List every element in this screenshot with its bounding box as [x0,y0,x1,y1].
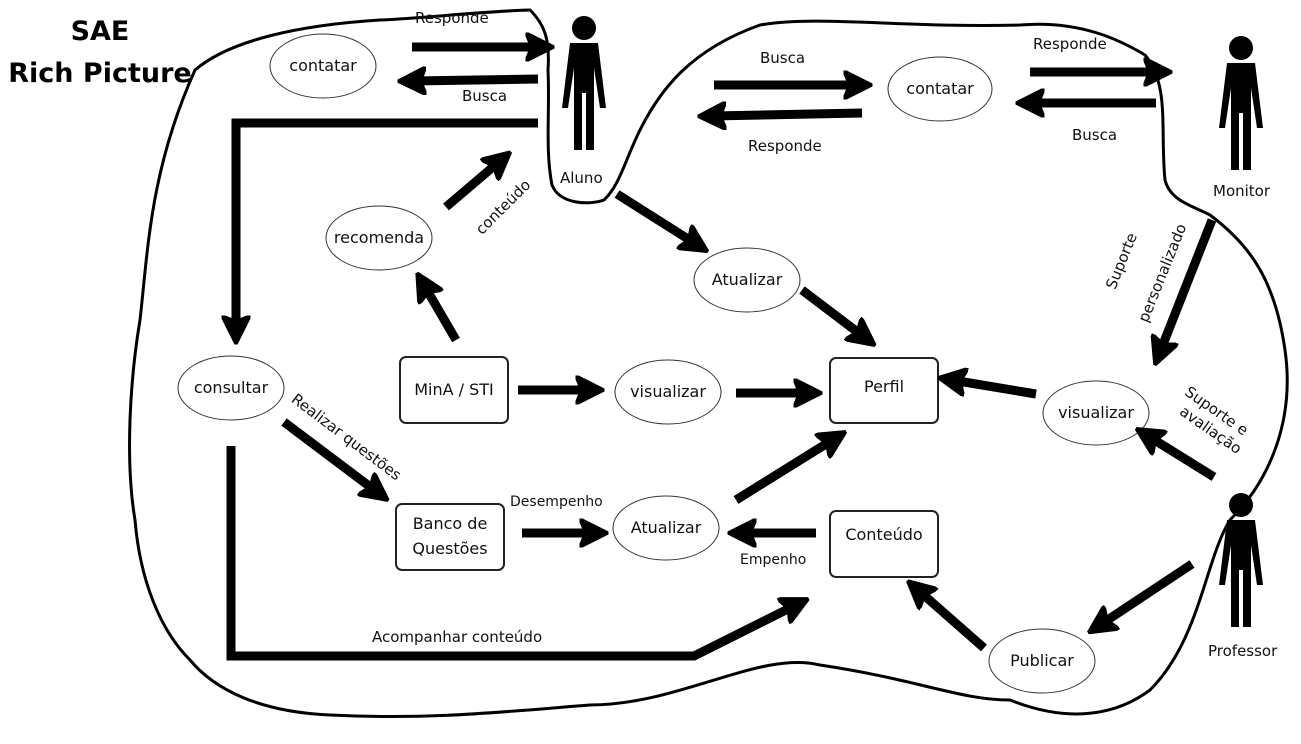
process-visualizar-right [1042,380,1150,446]
entity-conteudo [829,510,939,578]
arrow-consultar-acompanhar-conteudo [226,446,796,661]
flow-label-monitor-responde-bottom: Responde [748,137,822,155]
entity-label-banco-line1: Banco de [412,514,488,533]
process-atualizar-bottom [612,495,720,561]
flow-label-desempenho: Desempenho [510,494,603,510]
aluno-person-icon [562,16,606,150]
entity-label-banco-line2: Questões [412,539,488,558]
professor-person-icon [1219,493,1263,627]
process-consultar [177,355,285,421]
flow-label-monitor-busca-top: Busca [760,49,806,67]
arrow-publicar-to-conteudo [918,590,987,652]
entity-label-conteudo: Conteúdo [845,525,923,544]
arrow-consultar-to-banco [281,418,377,492]
process-label-contatar-monitor: contatar [906,79,974,98]
system-boundary [128,8,1289,719]
arrow-atualizar-to-perfil-bottom [733,439,834,504]
actor-label-professor: Professor [1208,642,1278,660]
arrow-recomenda-conteudo-to-aluno [443,161,500,211]
process-label-visualizar-center: visualizar [630,382,706,401]
process-label-consultar: consultar [193,378,269,397]
actor-label-aluno: Aluno [560,169,603,187]
flow-label-aluno-busca: Busca [462,87,508,105]
process-label-recomenda: recomenda [333,228,425,247]
arrow-monitor-to-visualizar [1160,218,1217,352]
arrow-atualizar-to-perfil [799,286,864,337]
arrow-responde-from-contatar-monitor [712,113,863,116]
flow-label-monitor-busca-bottom: Busca [1072,126,1118,144]
process-label-atualizar-bottom: Atualizar [630,518,702,537]
actor-label-monitor: Monitor [1213,182,1271,200]
entity-banco-questoes [395,503,505,571]
flow-label-acompanhar-conteudo: Acompanhar conteúdo [372,628,543,646]
process-label-visualizar-right: visualizar [1058,403,1134,422]
entity-mina-sti [399,356,509,424]
process-visualizar-center [614,359,722,425]
arrow-professor-to-publicar [1100,560,1195,625]
arrow-aluno-to-consultar [236,118,538,330]
arrow-aluno-to-atualizar [614,190,696,244]
process-atualizar-top [693,247,801,313]
process-contatar-aluno [269,33,377,99]
diagram-title-line1: SAE [70,16,130,47]
process-label-atualizar-top: Atualizar [711,270,783,289]
flow-label-aluno-responde: Responde [415,9,489,27]
flow-label-monitor-responde-top: Responde [1033,35,1107,53]
entity-label-mina-sti: MinA / STI [414,380,494,399]
process-publicar [988,628,1096,694]
arrow-busca-from-aluno [412,79,539,81]
diagram-title-line2: Rich Picture [8,58,192,89]
monitor-person-icon [1219,36,1263,170]
process-label-contatar-aluno: contatar [289,56,357,75]
flow-label-empenho: Empenho [740,552,807,568]
process-contatar-monitor [887,56,993,122]
entity-label-perfil: Perfil [863,377,905,396]
arrow-visualizar-right-to-perfil [952,380,1037,399]
process-label-publicar: Publicar [1010,651,1074,670]
arrow-mina-to-recomenda [424,285,460,343]
process-recomenda [325,205,433,271]
arrow-professor-to-visualizar [1148,436,1217,481]
